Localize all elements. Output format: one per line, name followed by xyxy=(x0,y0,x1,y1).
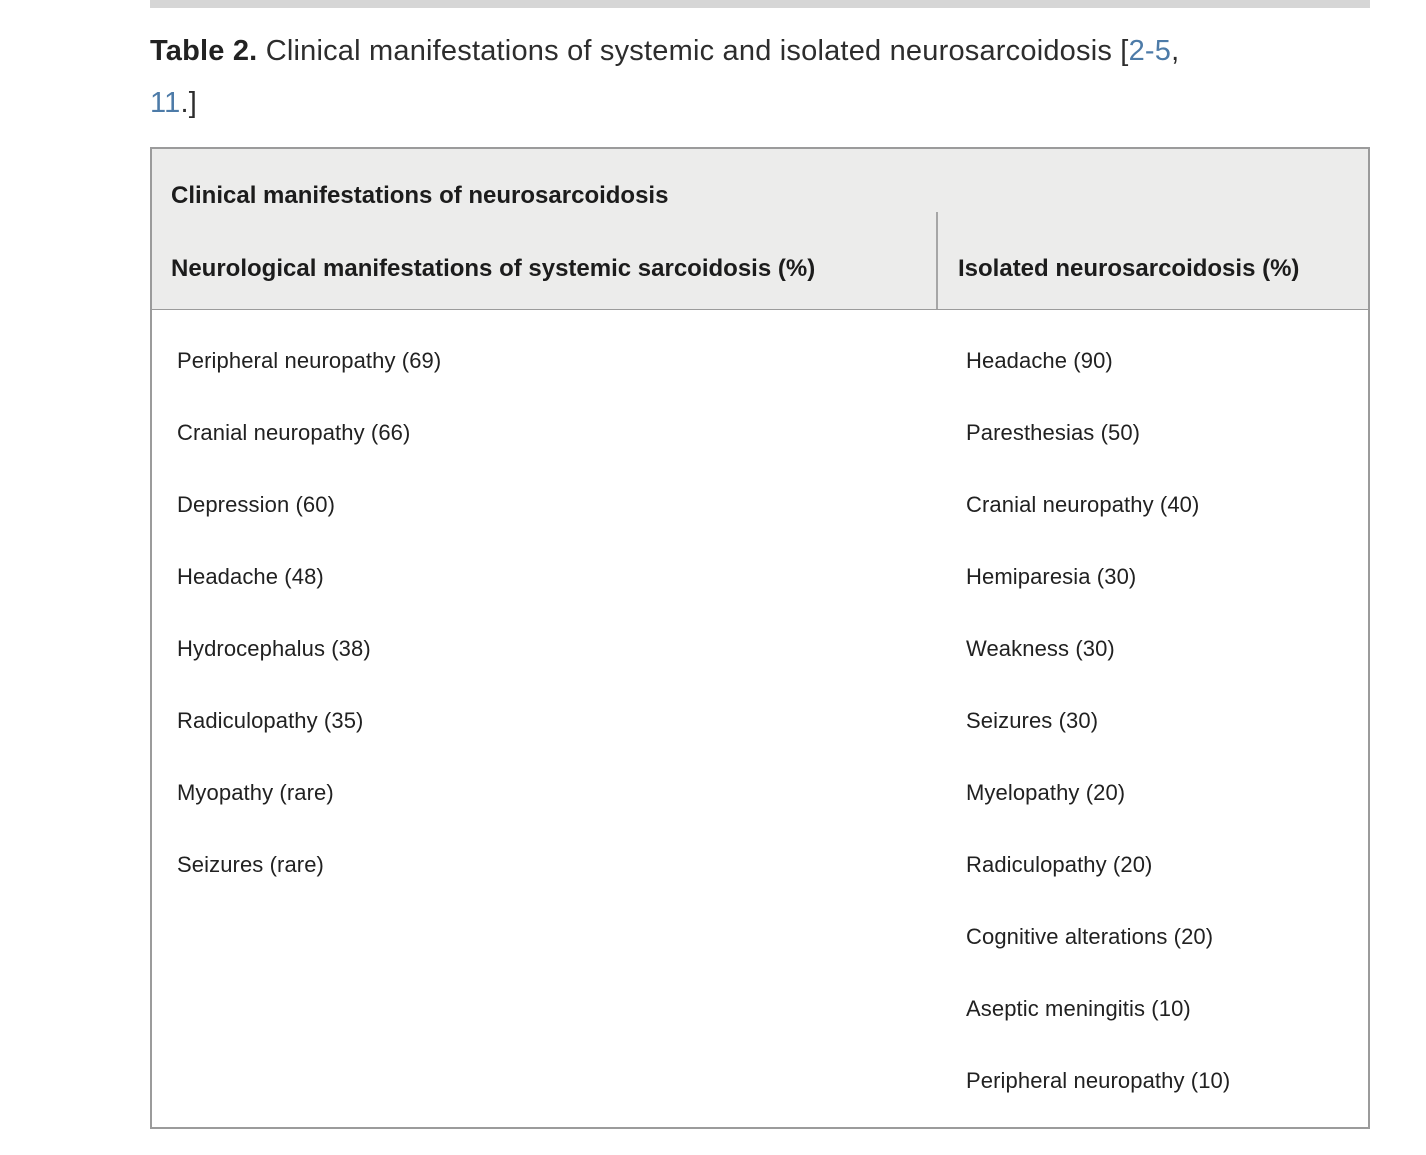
manifestation-item: Weakness (30) xyxy=(966,636,1115,661)
manifestation-item: Headache (90) xyxy=(966,348,1113,373)
manifestation-item: Hydrocephalus (38) xyxy=(177,636,371,661)
manifestation-item: Seizures (30) xyxy=(966,708,1099,733)
manifestation-item: Aseptic meningitis (10) xyxy=(966,996,1191,1021)
manifestation-item: Headache (48) xyxy=(177,564,324,589)
table-header-title: Clinical manifestations of neurosarcoido… xyxy=(171,182,669,209)
manifestation-item: Peripheral neuropathy (10) xyxy=(966,1068,1231,1093)
manifestation-item: Seizures (rare) xyxy=(177,852,324,877)
manifestation-item: Cognitive alterations (20) xyxy=(966,924,1214,949)
clinical-manifestations-table: Clinical manifestations of neurosarcoido… xyxy=(150,147,1370,1129)
manifestation-item: Depression (60) xyxy=(177,492,336,517)
table-caption-end: .] xyxy=(180,87,198,119)
manifestation-item: Radiculopathy (20) xyxy=(966,852,1153,877)
table-header: Clinical manifestations of neurosarcoido… xyxy=(152,149,1368,310)
manifestation-item: Radiculopathy (35) xyxy=(177,708,364,733)
column-header-systemic: Neurological manifestations of systemic … xyxy=(171,255,816,282)
manifestation-item: Myelopathy (20) xyxy=(966,780,1126,805)
article-content: Table 2. Clinical manifestations of syst… xyxy=(150,0,1370,1129)
table-caption: Table 2. Clinical manifestations of syst… xyxy=(150,8,1370,129)
manifestation-item: Paresthesias (50) xyxy=(966,420,1141,445)
manifestation-item: Peripheral neuropathy (69) xyxy=(177,348,442,373)
table-body: Peripheral neuropathy (69) Cranial neuro… xyxy=(152,310,1368,1127)
citation-link-11[interactable]: 11 xyxy=(150,87,181,119)
manifestation-item: Myopathy (rare) xyxy=(177,780,334,805)
top-divider xyxy=(150,0,1370,8)
citation-link-2-5[interactable]: 2-5 xyxy=(1128,35,1172,67)
manifestation-item: Cranial neuropathy (66) xyxy=(177,420,411,445)
isolated-manifestations-list: Headache (90) Paresthesias (50) Cranial … xyxy=(938,310,1368,1127)
manifestation-item: Hemiparesia (30) xyxy=(966,564,1137,589)
systemic-manifestations-list: Peripheral neuropathy (69) Cranial neuro… xyxy=(152,310,938,911)
column-header-isolated: Isolated neurosarcoidosis (%) xyxy=(936,212,1368,309)
table-caption-text: Clinical manifestations of systemic and … xyxy=(257,35,1129,67)
table-caption-label: Table 2. xyxy=(150,35,258,67)
manifestation-item: Cranial neuropathy (40) xyxy=(966,492,1200,517)
table-caption-separator: , xyxy=(1171,35,1180,67)
column-header-row: Neurological manifestations of systemic … xyxy=(152,212,1368,309)
